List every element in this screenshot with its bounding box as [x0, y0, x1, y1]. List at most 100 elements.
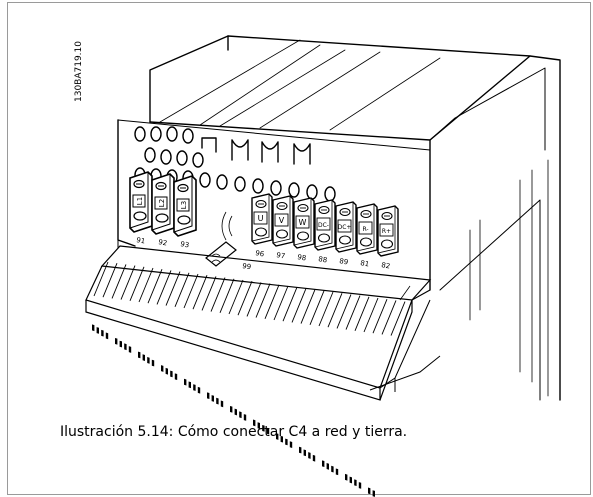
comb-slot: [165, 271, 181, 306]
comb-slot: [129, 266, 145, 301]
comb-slot: [228, 279, 244, 315]
comb-slot: [363, 297, 379, 333]
output-number: 81: [360, 259, 370, 268]
comb-tooth: [335, 468, 339, 476]
comb-tooth: [303, 449, 307, 457]
output-terminal-u: U 96: [251, 193, 273, 259]
output-label: V: [279, 216, 285, 225]
comb-tooth: [262, 424, 265, 432]
comb-tooth: [349, 476, 353, 484]
mains-label: L2: [158, 199, 166, 207]
comb-tooth: [266, 427, 270, 435]
comb-slot: [111, 264, 127, 299]
ground-bar: 99: [205, 211, 252, 271]
comb-slot: [354, 296, 370, 331]
comb-tooth: [331, 465, 334, 473]
output-number: 88: [318, 255, 328, 264]
comb-tooth: [220, 400, 224, 408]
comb-tooth: [216, 397, 219, 405]
comb-tooth: [354, 479, 357, 487]
comb-slot: [201, 276, 217, 311]
comb-slot: [300, 289, 316, 324]
output-label: DC-: [318, 222, 329, 229]
comb-slot: [327, 293, 343, 328]
comb-tooth: [142, 354, 146, 361]
comb-tooth: [285, 438, 288, 446]
comb-tooth: [345, 473, 348, 481]
document-id: 130BA719.10: [74, 40, 84, 102]
comb-tooth: [253, 419, 256, 427]
comb-tooth: [101, 329, 104, 337]
cable-guide-comb: [85, 236, 441, 401]
comb-slot: [93, 261, 109, 297]
comb-slot: [390, 301, 406, 336]
mains-label: L1: [136, 197, 144, 205]
comb-tooth: [372, 490, 376, 497]
comb-tooth: [243, 414, 247, 421]
mains-number: 91: [136, 236, 146, 245]
output-terminal-dcminus: DC- 88: [314, 199, 336, 265]
comb-slot: [282, 287, 298, 322]
comb-tooth: [312, 454, 316, 462]
comb-slot: [210, 277, 226, 312]
comb-slot: [237, 281, 253, 316]
output-number: 98: [297, 253, 307, 262]
comb-tooth: [299, 446, 302, 454]
comb-tooth: [322, 460, 325, 468]
housing-top-outline: [149, 35, 561, 401]
ground-number: 99: [242, 262, 252, 271]
comb-slot: [102, 263, 118, 298]
comb-tooth: [138, 351, 141, 359]
figure-frame: [7, 2, 591, 495]
output-label: U: [258, 214, 264, 223]
comb-slot: [309, 290, 325, 325]
comb-tooth: [170, 370, 173, 378]
comb-tooth: [128, 346, 132, 353]
comb-tooth: [234, 408, 238, 416]
comb-tooth: [276, 433, 279, 440]
comb-tooth: [289, 441, 293, 448]
comb-tooth: [184, 378, 187, 386]
comb-slot: [336, 294, 352, 329]
output-terminal-w: W 98: [293, 197, 315, 263]
comb-tooth: [326, 463, 330, 470]
mains-number: 92: [158, 238, 168, 247]
output-terminal-v: V97: [272, 195, 294, 261]
comb-tooth: [368, 487, 371, 495]
output-label: R+: [382, 228, 391, 235]
comb-tooth: [115, 337, 118, 345]
comb-slot: [318, 291, 334, 327]
mains-terminal-l1: L1 91: [129, 171, 153, 246]
comb-slot: [264, 284, 280, 319]
comb-tooth: [174, 373, 178, 381]
output-label: W: [299, 218, 307, 227]
output-label: DC+: [338, 224, 352, 231]
comb-slot: [147, 269, 163, 304]
comb-tooth: [147, 357, 150, 364]
comb-tooth: [211, 395, 215, 402]
comb-tooth: [257, 422, 261, 429]
comb-tooth: [197, 386, 201, 394]
comb-tooth: [193, 384, 196, 391]
comb-tooth: [280, 435, 284, 443]
comb-slot: [174, 272, 190, 307]
comb-tooth: [207, 392, 210, 400]
comb-slot: [192, 275, 208, 310]
comb-slot: [219, 278, 235, 313]
comb-tooth: [151, 359, 155, 367]
comb-tooth: [358, 482, 362, 489]
comb-tooth: [165, 367, 169, 375]
comb-tooth: [92, 324, 95, 332]
comb-tooth: [119, 340, 122, 348]
output-number: 89: [339, 257, 349, 266]
comb-tooth: [124, 343, 127, 351]
output-number: 96: [255, 249, 266, 259]
comb-slot: [255, 283, 271, 318]
comb-slot: [183, 273, 199, 309]
output-label: R-: [362, 226, 368, 233]
comb-tooth: [308, 452, 311, 459]
